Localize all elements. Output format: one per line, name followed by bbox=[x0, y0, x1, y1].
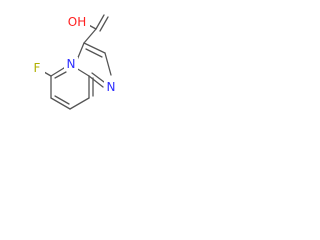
bond-c3-cooh bbox=[83, 28, 97, 44]
imidazole-nitrogen-label: N bbox=[107, 80, 116, 94]
bond-c3-c2-double bbox=[85, 48, 103, 58]
bond-c7-c8-double bbox=[54, 95, 70, 105]
bond-c2-n1 bbox=[104, 52, 112, 76]
bond-layer bbox=[36, 14, 112, 110]
bond-cooh-o-double bbox=[99, 16, 109, 32]
bond-n1-c8a-double bbox=[91, 72, 105, 83]
bond-c7-c8 bbox=[50, 97, 71, 110]
hydroxyl-label: OH bbox=[68, 15, 86, 29]
molecule-drawing: F N N OH bbox=[29, 14, 118, 110]
pyridine-nitrogen-label-bg bbox=[64, 57, 78, 71]
fluorine-label: F bbox=[34, 61, 41, 75]
bond-cooh-o bbox=[95, 14, 105, 30]
pyridine-nitrogen-label: N bbox=[67, 57, 76, 71]
bond-n1-c8a bbox=[88, 75, 104, 88]
bond-c3-c2 bbox=[83, 42, 106, 54]
hydroxyl-label-bg bbox=[66, 14, 90, 30]
bond-c9-c10-double bbox=[54, 71, 67, 79]
chemical-structure-diagram: F N N OH bbox=[0, 0, 186, 129]
bond-c9-c10 bbox=[50, 67, 65, 77]
bond-c6-c7 bbox=[69, 97, 90, 110]
bond-n4-c5 bbox=[75, 67, 90, 77]
imidazole-nitrogen-label-bg bbox=[104, 80, 118, 94]
bond-n4-c3 bbox=[76, 42, 85, 61]
fluorine-label-bg bbox=[29, 61, 45, 75]
atom-label-layer: F N N OH bbox=[29, 14, 118, 94]
